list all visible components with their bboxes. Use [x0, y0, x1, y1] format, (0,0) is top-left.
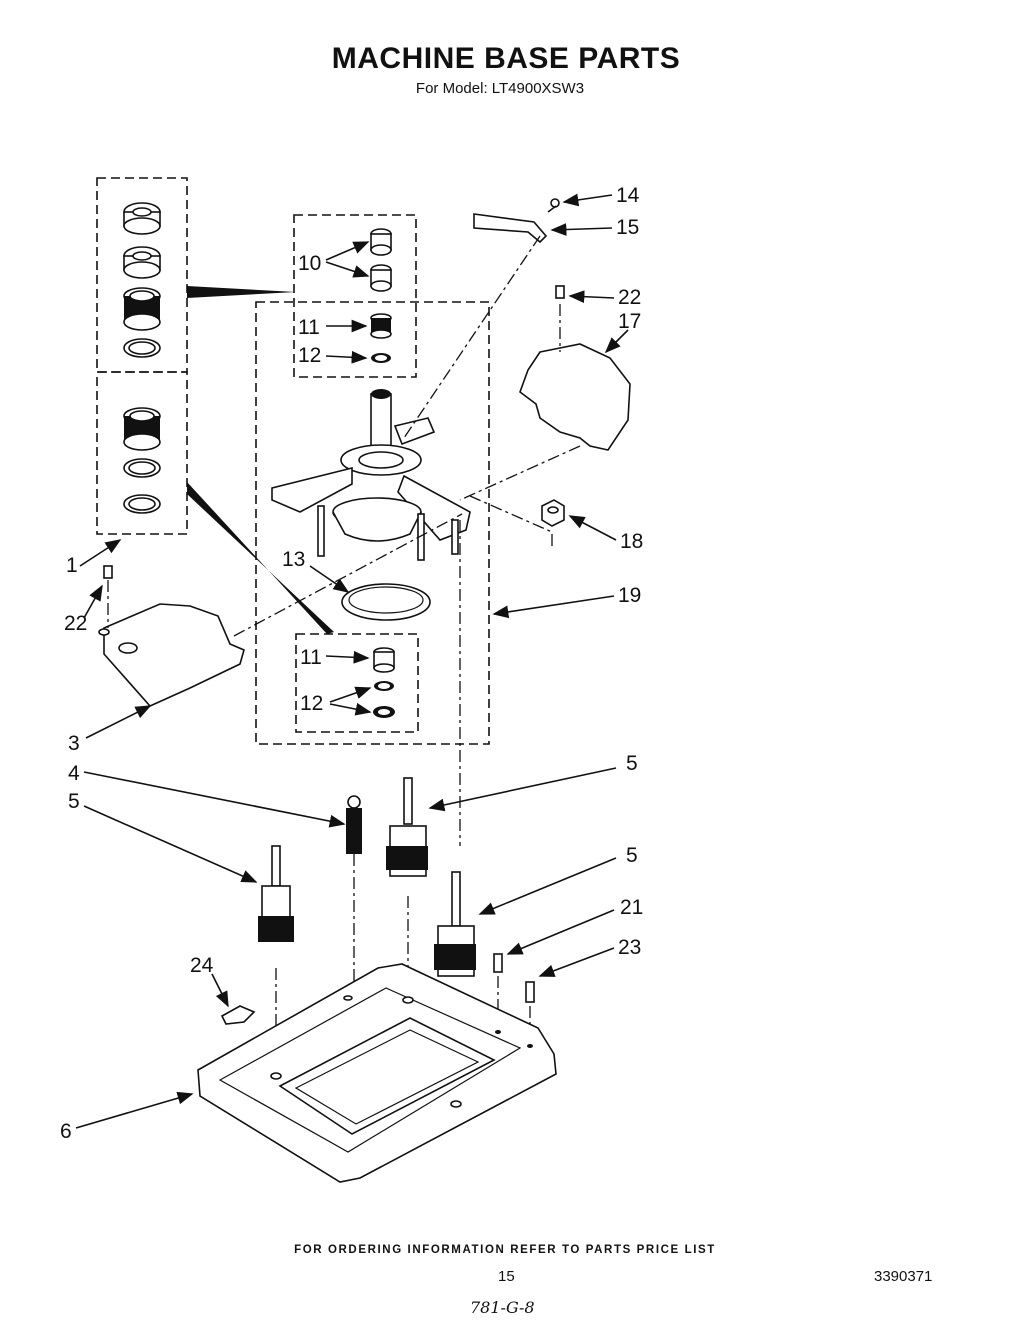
- callout-15: 15: [616, 216, 639, 239]
- callout-19: 19: [618, 584, 641, 607]
- kit-pointer-lower: [187, 482, 334, 634]
- lower-bearing-parts: [373, 647, 395, 718]
- callout-5-left: 5: [68, 790, 80, 813]
- callout-17: 17: [618, 310, 641, 333]
- damper-center: [386, 777, 428, 1000]
- spring-4: [346, 795, 362, 990]
- callout-6: 6: [60, 1120, 72, 1143]
- gearcase-assembly: [271, 389, 471, 621]
- callout-1: 1: [66, 554, 78, 577]
- bracket-15: [473, 198, 560, 244]
- page-title: MACHINE BASE PARTS: [331, 42, 681, 75]
- callout-24: 24: [190, 954, 214, 977]
- document-number: 3390371: [874, 1268, 933, 1285]
- callout-21: 21: [620, 896, 643, 919]
- callout-22-right: 22: [618, 286, 641, 309]
- shield-leader: [459, 445, 581, 501]
- gearcase-assembly-box: [255, 301, 490, 745]
- callout-labels: 1 3 4 5 5 5 6 10 11 11 12 12 13 14 15 17…: [60, 184, 643, 1143]
- ordering-note: FOR ORDERING INFORMATION REFER TO PARTS …: [294, 1244, 716, 1256]
- callout-12-lower: 12: [300, 692, 323, 715]
- callout-11-upper: 11: [298, 316, 320, 339]
- nut-leader: [469, 495, 553, 546]
- callout-5-center: 5: [626, 752, 638, 775]
- leader-lines: [75, 193, 629, 1129]
- callout-12-upper: 12: [298, 344, 321, 367]
- lower-bearing-box: [295, 633, 419, 733]
- page-number: 15: [498, 1268, 515, 1285]
- damper-right: [434, 871, 476, 1104]
- callout-18: 18: [620, 530, 643, 553]
- bearing-kit-box: [96, 177, 188, 535]
- nut-18: [541, 499, 565, 527]
- callout-13: 13: [282, 548, 305, 571]
- bracket-leader: [403, 235, 541, 439]
- callout-3: 3: [68, 732, 80, 755]
- model-subtitle: For Model: LT4900XSW3: [415, 80, 585, 97]
- callout-10: 10: [298, 252, 321, 275]
- callout-23: 23: [618, 936, 641, 959]
- machine-base-6: [197, 963, 557, 1183]
- shield-17: [519, 285, 631, 451]
- cover-plate-3: [98, 565, 245, 707]
- callout-14: 14: [616, 184, 640, 207]
- upper-bearing-box: [293, 214, 417, 378]
- damper-left: [258, 845, 294, 1074]
- callout-22-left: 22: [64, 612, 87, 635]
- plate-leader: [233, 513, 463, 637]
- kit-pointer-upper: [187, 286, 296, 298]
- upper-bearing-parts: [370, 228, 392, 363]
- handwritten-note: 781-G-8: [470, 1298, 535, 1317]
- callout-4: 4: [68, 762, 80, 785]
- screw-21: [493, 953, 503, 1030]
- callout-11-lower: 11: [300, 646, 322, 669]
- clip-24: [220, 1005, 256, 1025]
- callout-5-right: 5: [626, 844, 638, 867]
